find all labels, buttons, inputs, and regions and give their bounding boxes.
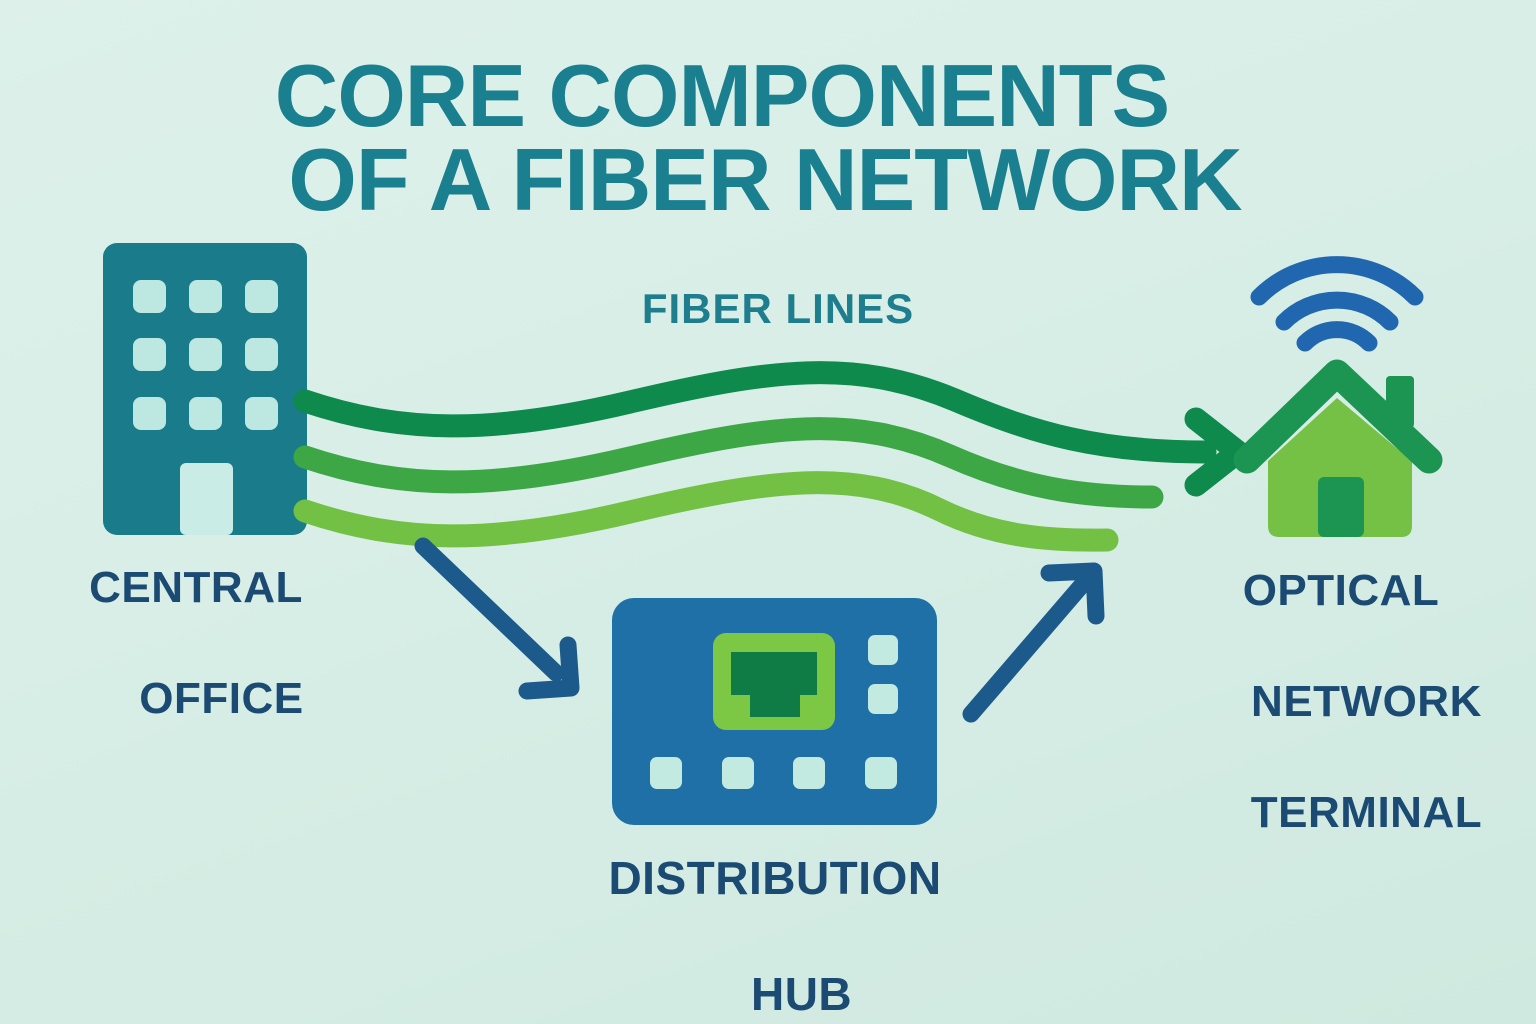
building-windows — [133, 280, 278, 430]
ont-label-line3: TERMINAL — [1250, 787, 1483, 837]
fiber-line-mid — [293, 417, 1164, 509]
ont-label-line1: OPTICAL — [1242, 566, 1440, 615]
office-building-icon — [103, 243, 307, 535]
distribution-hub-label: DISTRIBUTION HUB — [608, 850, 941, 1024]
wifi-icon — [1250, 256, 1424, 352]
ethernet-jack — [731, 652, 817, 717]
distribution-hub-label-line2: HUB — [750, 967, 853, 1020]
fiber-lines-icon — [293, 361, 1250, 552]
house-body — [1268, 398, 1412, 537]
optical-network-terminal-label: OPTICAL NETWORK TERMINAL — [1200, 563, 1482, 840]
arrow-office-to-hub — [414, 537, 580, 700]
arrow-hub-to-terminal — [962, 562, 1105, 723]
distribution-hub-label-line1: DISTRIBUTION — [608, 852, 942, 904]
house-door — [1318, 477, 1364, 537]
fiber-line-dark — [293, 361, 1217, 464]
building-door — [180, 463, 233, 535]
page-title-line-2: OF A FIBER NETWORK — [288, 130, 1242, 229]
fiber-lines-label: FIBER LINES — [641, 285, 915, 332]
ont-label-line2: NETWORK — [1251, 676, 1482, 726]
central-office-label-line2: OFFICE — [139, 673, 304, 723]
network-switch-icon — [612, 598, 937, 825]
house-roof — [1233, 359, 1443, 474]
house-with-wifi-icon — [1233, 256, 1443, 537]
hub-indicator-squares — [650, 635, 898, 789]
page-title-line-1: CORE COMPONENTS — [274, 46, 1170, 145]
fiber-line-light — [293, 471, 1119, 552]
central-office-label-line1: CENTRAL — [89, 563, 303, 612]
central-office-label: CENTRAL OFFICE — [88, 560, 303, 726]
